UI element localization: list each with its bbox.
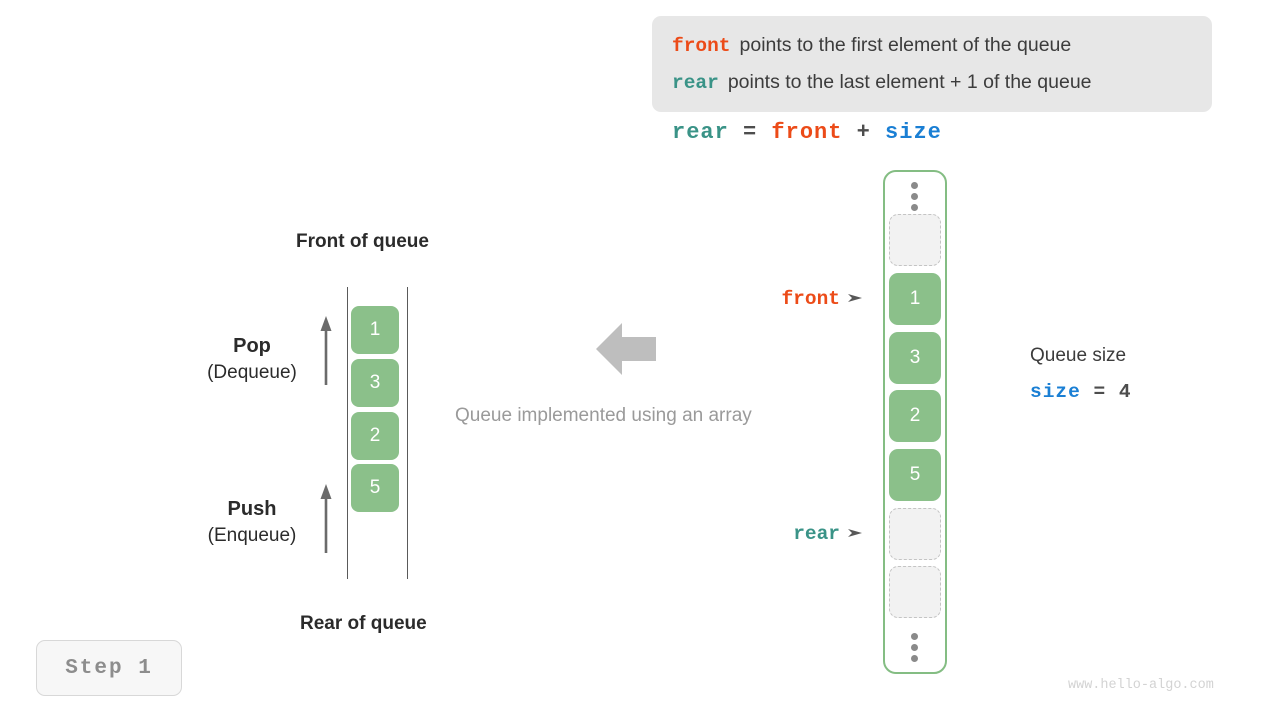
front-keyword: front <box>672 35 731 57</box>
queue-cell: 1 <box>351 306 399 354</box>
formula-rear-term: rear <box>672 120 729 145</box>
array-cell: 1 <box>889 273 941 325</box>
rear-of-queue-title: Rear of queue <box>300 613 427 634</box>
formula-size-term: size <box>885 120 942 145</box>
formula-plus-sign: + <box>856 120 871 145</box>
center-caption: Queue implemented using an array <box>455 405 752 426</box>
pop-operation-label: Pop (Dequeue) <box>172 335 332 384</box>
front-of-queue-title: Front of queue <box>296 231 429 252</box>
queue-rail-right <box>407 287 408 579</box>
queue-rail-left <box>347 287 348 579</box>
info-line-front: front points to the first element of the … <box>672 27 1192 64</box>
array-cell: 3 <box>889 332 941 384</box>
push-operation-label: Push (Enqueue) <box>172 498 332 547</box>
vertical-dots-icon-bottom <box>911 633 919 666</box>
array-cell <box>889 214 941 266</box>
info-callout-box: front points to the first element of the … <box>652 16 1212 112</box>
queue-size-expression: size = 4 <box>1030 381 1132 403</box>
rear-pointer-arrow-icon <box>848 529 862 537</box>
info-line-rear: rear points to the last element + 1 of th… <box>672 64 1192 101</box>
push-up-arrow-icon <box>320 484 332 553</box>
rear-description: points to the last element + 1 of the qu… <box>727 71 1092 93</box>
queue-cell: 2 <box>351 412 399 460</box>
front-pointer-label: front <box>781 288 840 310</box>
pop-title: Pop <box>233 335 271 357</box>
queue-cell: 3 <box>351 359 399 407</box>
formula-equals-sign: = <box>743 120 758 145</box>
array-cell <box>889 566 941 618</box>
push-title: Push <box>227 498 277 520</box>
array-cell: 2 <box>889 390 941 442</box>
size-variable: size <box>1030 381 1081 403</box>
push-subtitle: (Enqueue) <box>207 525 297 546</box>
watermark: www.hello-algo.com <box>1068 678 1214 693</box>
queue-cell: 5 <box>351 464 399 512</box>
front-description: points to the first element of the queue <box>739 34 1072 56</box>
formula-rear-equals-front-plus-size: rear = front + size <box>672 120 942 145</box>
array-cell <box>889 508 941 560</box>
pop-subtitle: (Dequeue) <box>207 362 297 383</box>
pop-up-arrow-icon <box>320 316 332 385</box>
queue-size-title: Queue size <box>1030 345 1127 366</box>
front-pointer-arrow-icon <box>848 294 862 302</box>
step-badge: Step 1 <box>36 640 182 696</box>
size-value: 4 <box>1118 381 1132 403</box>
rear-keyword: rear <box>672 72 719 94</box>
size-equals-sign: = <box>1093 381 1107 403</box>
left-pointing-arrow-icon <box>596 323 656 375</box>
formula-front-term: front <box>771 120 843 145</box>
vertical-dots-icon-top <box>911 182 919 215</box>
rear-pointer-label: rear <box>793 523 840 545</box>
array-cell: 5 <box>889 449 941 501</box>
